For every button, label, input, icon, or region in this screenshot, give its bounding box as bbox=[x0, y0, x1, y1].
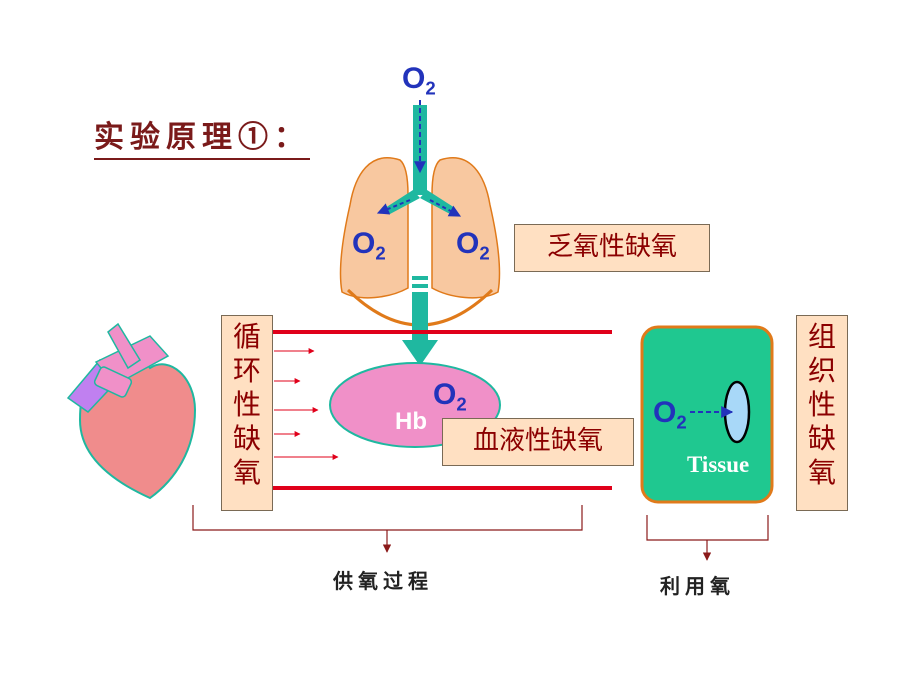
tissue-block bbox=[640, 325, 774, 504]
o2-right-bronchus-arrow bbox=[429, 199, 462, 217]
o2-inhaled: O2 bbox=[402, 62, 436, 99]
hb-label: Hb bbox=[395, 408, 427, 435]
left-lung bbox=[339, 157, 409, 299]
tissue-label: Tissue bbox=[687, 452, 750, 477]
lungs bbox=[339, 157, 501, 327]
vessel-band bbox=[93, 366, 133, 398]
circulation-arrows bbox=[274, 348, 339, 460]
o2-left-bronchus-arrow bbox=[376, 199, 411, 215]
heart bbox=[66, 322, 197, 500]
o2-hb: O2 bbox=[433, 378, 467, 415]
hemic-hypoxia-label: 血液性缺氧 bbox=[442, 418, 634, 466]
o2-tissue: O2 bbox=[653, 396, 687, 433]
use-bracket bbox=[646, 515, 769, 561]
cell-mitochondrion bbox=[723, 380, 751, 444]
o2-left-lung: O2 bbox=[352, 227, 386, 264]
right-lung bbox=[431, 157, 501, 299]
histogenous-hypoxia-label: 组 织 性 缺 氧 bbox=[796, 315, 848, 511]
use-caption: 利用氧 bbox=[660, 574, 735, 598]
circulatory-hypoxia-label: 循 环 性 缺 氧 bbox=[221, 315, 273, 511]
supply-caption: 供氧过程 bbox=[333, 569, 433, 593]
supply-bracket bbox=[192, 505, 583, 553]
hypoxic-hypoxia-label: 乏氧性缺氧 bbox=[514, 224, 710, 272]
vessel-pink-upper bbox=[107, 322, 142, 370]
page-title: 实验原理①： bbox=[94, 120, 310, 160]
o2-right-lung: O2 bbox=[456, 227, 490, 264]
lung-to-blood-arrow bbox=[402, 276, 438, 366]
